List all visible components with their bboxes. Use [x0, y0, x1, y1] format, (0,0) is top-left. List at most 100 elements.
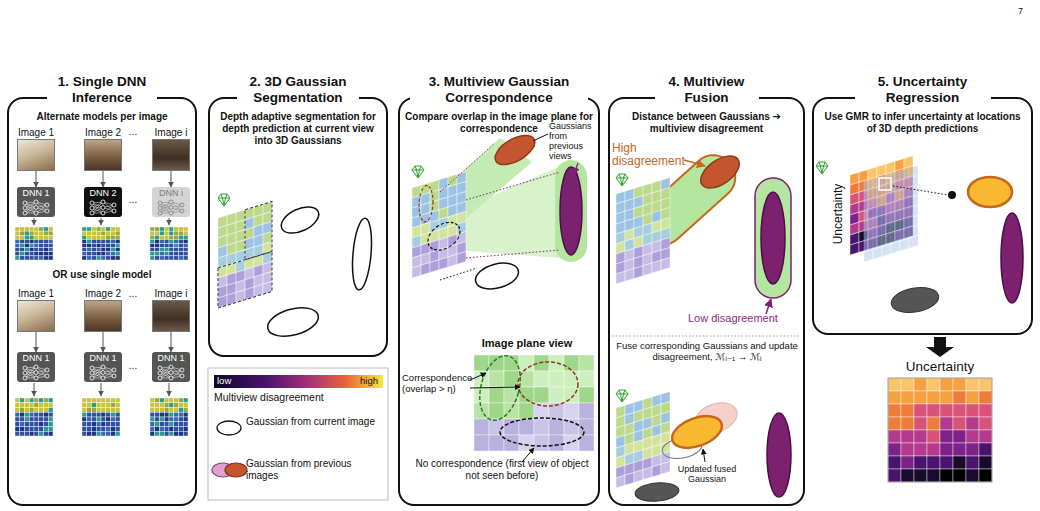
- grid-cell: [96, 227, 101, 231]
- network-unit: [169, 371, 173, 375]
- grid-cell: [183, 227, 188, 231]
- leader-arrow: [522, 448, 534, 462]
- grid-cell: [439, 227, 448, 240]
- grid-cell: [20, 244, 25, 248]
- grid-cell: [886, 191, 895, 204]
- grid-cell: [174, 398, 179, 403]
- network-unit: [90, 366, 94, 370]
- grid-cell: [25, 417, 30, 422]
- grid-cell: [953, 391, 966, 404]
- grid-cell: [643, 223, 652, 236]
- network-unit: [34, 376, 38, 380]
- grid-cell: [92, 427, 97, 432]
- grid-cell: [914, 469, 927, 482]
- network-unit: [158, 211, 162, 215]
- grid-cell: [439, 247, 448, 260]
- leader-arrow: [34, 218, 35, 225]
- grid-cell: [504, 387, 519, 403]
- leader-arrow: [574, 163, 578, 174]
- grid-cell: [940, 404, 953, 417]
- grid-cell: [457, 211, 466, 224]
- grid-cell: [474, 435, 489, 451]
- grid-cell: [29, 422, 34, 427]
- annotation-label: No correspondence (first view of object …: [412, 458, 592, 482]
- grid-cell: [218, 295, 227, 308]
- grid-cell: [489, 371, 504, 387]
- grid-cell: [155, 408, 160, 413]
- grid-cell: [979, 391, 992, 404]
- flow-arrow: [171, 171, 172, 187]
- grid-cell: [174, 403, 179, 408]
- grid-cell: [174, 431, 179, 436]
- network-unit: [158, 376, 162, 380]
- grid-cell: [174, 235, 179, 239]
- annotation-label: 7: [1018, 6, 1023, 17]
- grid-cell: [96, 427, 101, 432]
- grid-cell: [96, 408, 101, 413]
- grid-cell: [421, 192, 430, 205]
- network-unit: [23, 206, 27, 210]
- grid-cell: [940, 391, 953, 404]
- grid-cell: [616, 405, 625, 418]
- grid-cell: [111, 427, 116, 432]
- grid-cell: [625, 432, 634, 445]
- grid-cell: [20, 412, 25, 417]
- grid-cell: [155, 427, 160, 432]
- grid-cell: [534, 355, 549, 371]
- network-unit: [180, 374, 184, 378]
- grid-cell: [439, 207, 448, 220]
- leader-arrow: [703, 449, 705, 462]
- network-unit: [180, 203, 184, 207]
- grid-cell: [891, 211, 900, 224]
- grid-cell: [160, 408, 165, 413]
- grid-cell: [96, 431, 101, 436]
- grid-cell: [106, 239, 111, 243]
- grid-cell: [448, 224, 457, 237]
- grid-cell: [115, 417, 120, 422]
- gaussian-ellipse: [212, 463, 234, 477]
- panel-heading: 4. Multiview Fusion: [655, 74, 759, 106]
- grid-cell: [15, 231, 20, 235]
- grid-cell: [87, 398, 92, 403]
- grid-cell: [115, 398, 120, 403]
- grid-cell: [227, 282, 236, 295]
- grid-cell: [888, 378, 901, 391]
- grid-cell: [111, 244, 116, 248]
- grid-cell: [227, 232, 236, 245]
- panel-heading: 5. Uncertainty Regression: [855, 74, 991, 106]
- stage-panel: 2. 3D Gaussian SegmentationDepth adaptiv…: [208, 97, 388, 357]
- grid-cell: [106, 408, 111, 413]
- grid-cell: [179, 398, 184, 403]
- grid-cell: [218, 285, 227, 298]
- panel-heading: 3. Multiview Gaussian Correspondence: [410, 74, 588, 106]
- dnn-model: DNN 2: [84, 187, 122, 217]
- gaussian-ellipse: [490, 129, 539, 170]
- gaussian-ellipse: [695, 150, 745, 195]
- model-label: DNN 1: [17, 352, 55, 364]
- grid-cell: [155, 248, 160, 252]
- grid-cell: [625, 422, 634, 435]
- grid-cell: [179, 403, 184, 408]
- grid-cell: [564, 435, 579, 451]
- grid-cell: [643, 467, 652, 480]
- grid-cell: [160, 412, 165, 417]
- grid-cell: [15, 235, 20, 239]
- grid-cell: [20, 431, 25, 436]
- grid-cell: [661, 187, 670, 200]
- grid-cell: [891, 181, 900, 194]
- annotation-label: ...: [126, 288, 140, 300]
- grid-cell: [183, 252, 188, 256]
- grid-cell: [15, 248, 20, 252]
- grid-cell: [15, 422, 20, 427]
- grid-cell: [92, 422, 97, 427]
- grid-cell: [549, 371, 564, 387]
- grid-cell: [101, 403, 106, 408]
- grid-cell: [106, 403, 111, 408]
- grid-cell: [87, 256, 92, 260]
- grid-cell: [92, 231, 97, 235]
- stage-panel: 5. Uncertainty RegressionUse GMR to infe…: [812, 97, 1033, 335]
- grid-cell: [901, 391, 914, 404]
- grid-cell: [15, 427, 20, 432]
- depth-plane-grid: [616, 177, 670, 284]
- grid-cell: [448, 174, 457, 187]
